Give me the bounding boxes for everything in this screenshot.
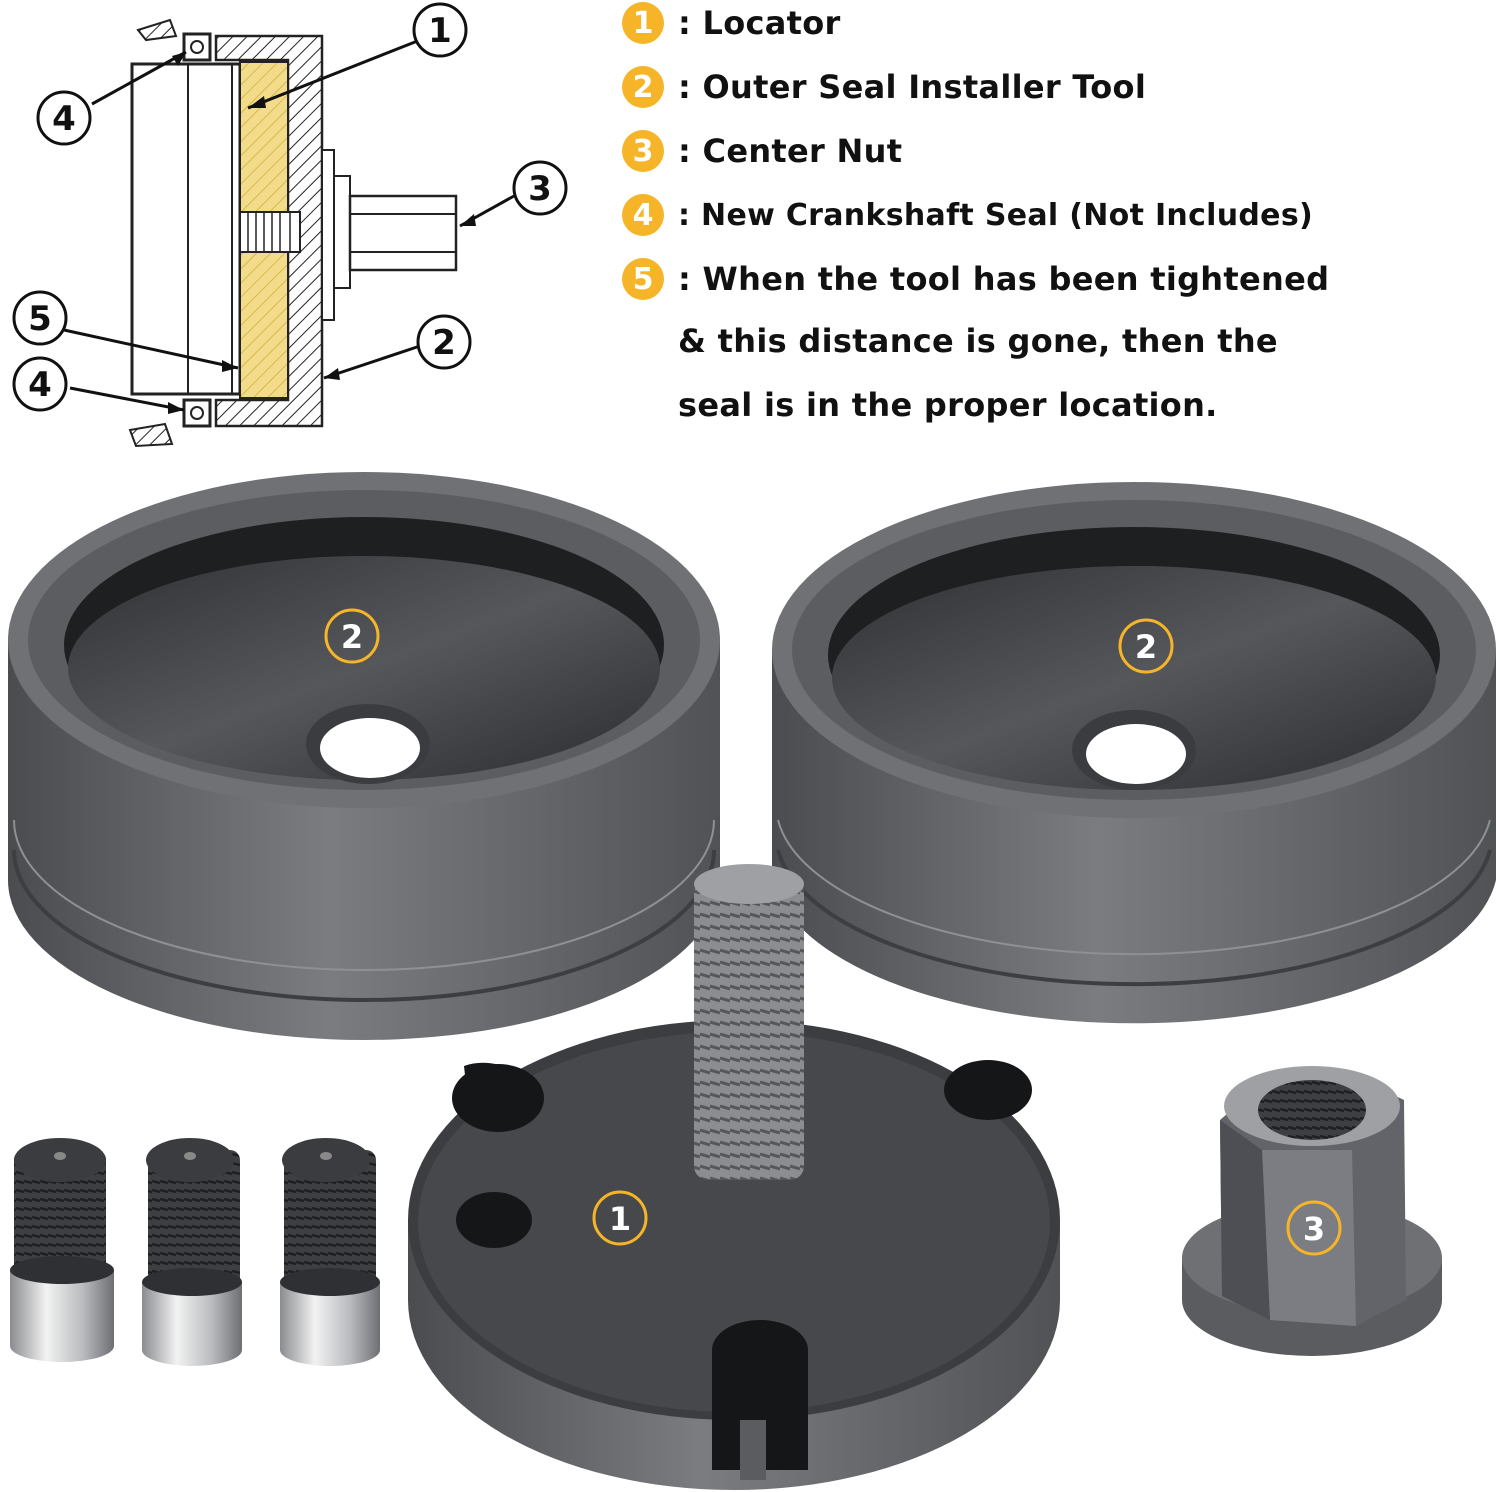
center-nut-outline [348,194,458,272]
legend-label-4: : New Crankshaft Seal (Not Includes) [678,197,1313,233]
svg-text:5: 5 [28,299,52,339]
badge-seal-right: 2 [1118,618,1174,674]
svg-text:4: 4 [52,99,76,139]
badge-seal-left: 2 [324,608,380,664]
badge-nut: 3 [1286,1200,1342,1256]
svg-text:1: 1 [609,1200,631,1238]
legend-item-center-nut: 3 : Center Nut [622,130,902,172]
legend-badge-5: 5 [622,258,664,300]
callout-2: 2 [416,314,472,370]
bolt-1 [10,1138,114,1362]
legend-badge-4: 4 [622,194,664,236]
seal-installer-left [8,472,720,1040]
svg-text:2: 2 [432,323,456,363]
svg-text:2: 2 [1135,628,1157,666]
legend-item-distance: 5 : When the tool has been tightened [622,258,1329,300]
svg-text:3: 3 [528,169,552,209]
legend-badge-3: 3 [622,130,664,172]
legend-badge-1: 1 [622,2,664,44]
legend-label-2: : Outer Seal Installer Tool [678,68,1147,106]
block-top-hatch [136,18,178,42]
legend-item-seal: 4 : New Crankshaft Seal (Not Includes) [622,194,1313,236]
seal-bottom-icon [182,398,212,428]
svg-text:2: 2 [341,618,363,656]
callout-3: 3 [512,160,568,216]
seal-top-icon [182,32,212,62]
block-bottom-hatch [128,422,174,448]
callout-1: 1 [412,2,468,58]
cross-section-diagram: 1 4 3 5 2 4 [12,2,568,448]
legend-continuation-1: & this distance is gone, then the [678,322,1278,360]
legend-item-locator: 1 : Locator [622,2,841,44]
locator-lower [239,251,289,399]
callout-5: 5 [12,290,68,346]
seal-installer-right [772,482,1496,1024]
legend-label-5: : When the tool has been tightened [678,260,1330,298]
callout-4-bottom: 4 [12,356,68,412]
svg-text:1: 1 [428,11,452,51]
svg-text:4: 4 [28,365,52,405]
bolt-2 [142,1138,242,1366]
badge-locator: 1 [592,1190,648,1246]
crankshaft-body [130,62,242,396]
legend-badge-2: 2 [622,66,664,108]
bolt-3 [280,1138,380,1366]
callout-4-top: 4 [36,90,92,146]
legend-item-installer: 2 : Outer Seal Installer Tool [622,66,1146,108]
legend-label-3: : Center Nut [678,132,903,170]
legend-continuation-2: seal is in the proper location. [678,386,1218,424]
locator-upper [239,61,289,213]
locator-plate [408,864,1060,1490]
svg-text:3: 3 [1303,1210,1325,1248]
nut-flange [321,149,335,321]
legend-label-1: : Locator [678,4,841,42]
